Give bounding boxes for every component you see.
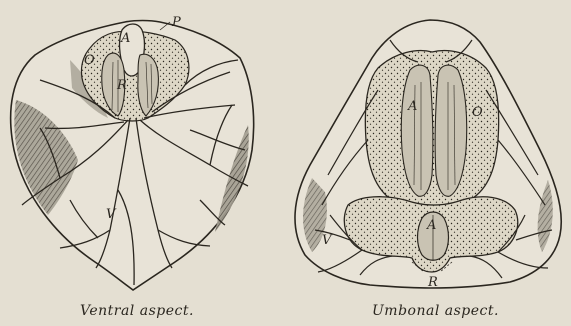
ventral-label-o: O <box>84 53 95 68</box>
umbonal-label-o: O <box>472 105 483 120</box>
ventral-label-v: V <box>106 207 117 222</box>
ventral-aspect-figure: P A O R V <box>11 15 254 290</box>
umbonal-label-a-lower: A <box>426 218 436 233</box>
ventral-caption: Ventral aspect. <box>80 303 194 319</box>
ventral-label-r: R <box>116 78 127 93</box>
umbonal-label-r: R <box>427 275 438 290</box>
umbonal-label-v: V <box>322 233 333 248</box>
umbonal-aspect-figure: A O A R V <box>295 20 561 290</box>
umbonal-label-a-upper: A <box>407 99 417 114</box>
umbonal-caption: Umbonal aspect. <box>372 303 499 319</box>
ventral-label-a: A <box>120 31 130 46</box>
ventral-label-p: P <box>171 15 181 30</box>
